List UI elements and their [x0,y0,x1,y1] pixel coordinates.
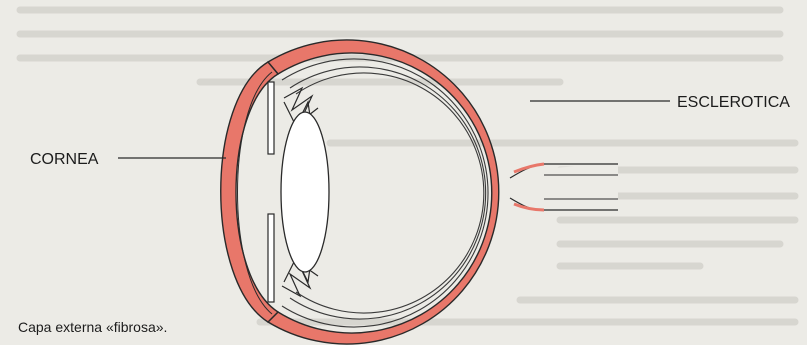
cornea-label: CORNEA [30,151,99,168]
lens [281,112,329,272]
figure-caption: Capa externa «fibrosa». [18,319,167,335]
sclera-outer-coat [221,40,499,344]
sclera-label: ESCLEROTICA [677,94,790,111]
iris [268,82,274,302]
optic-nerve [510,164,618,210]
